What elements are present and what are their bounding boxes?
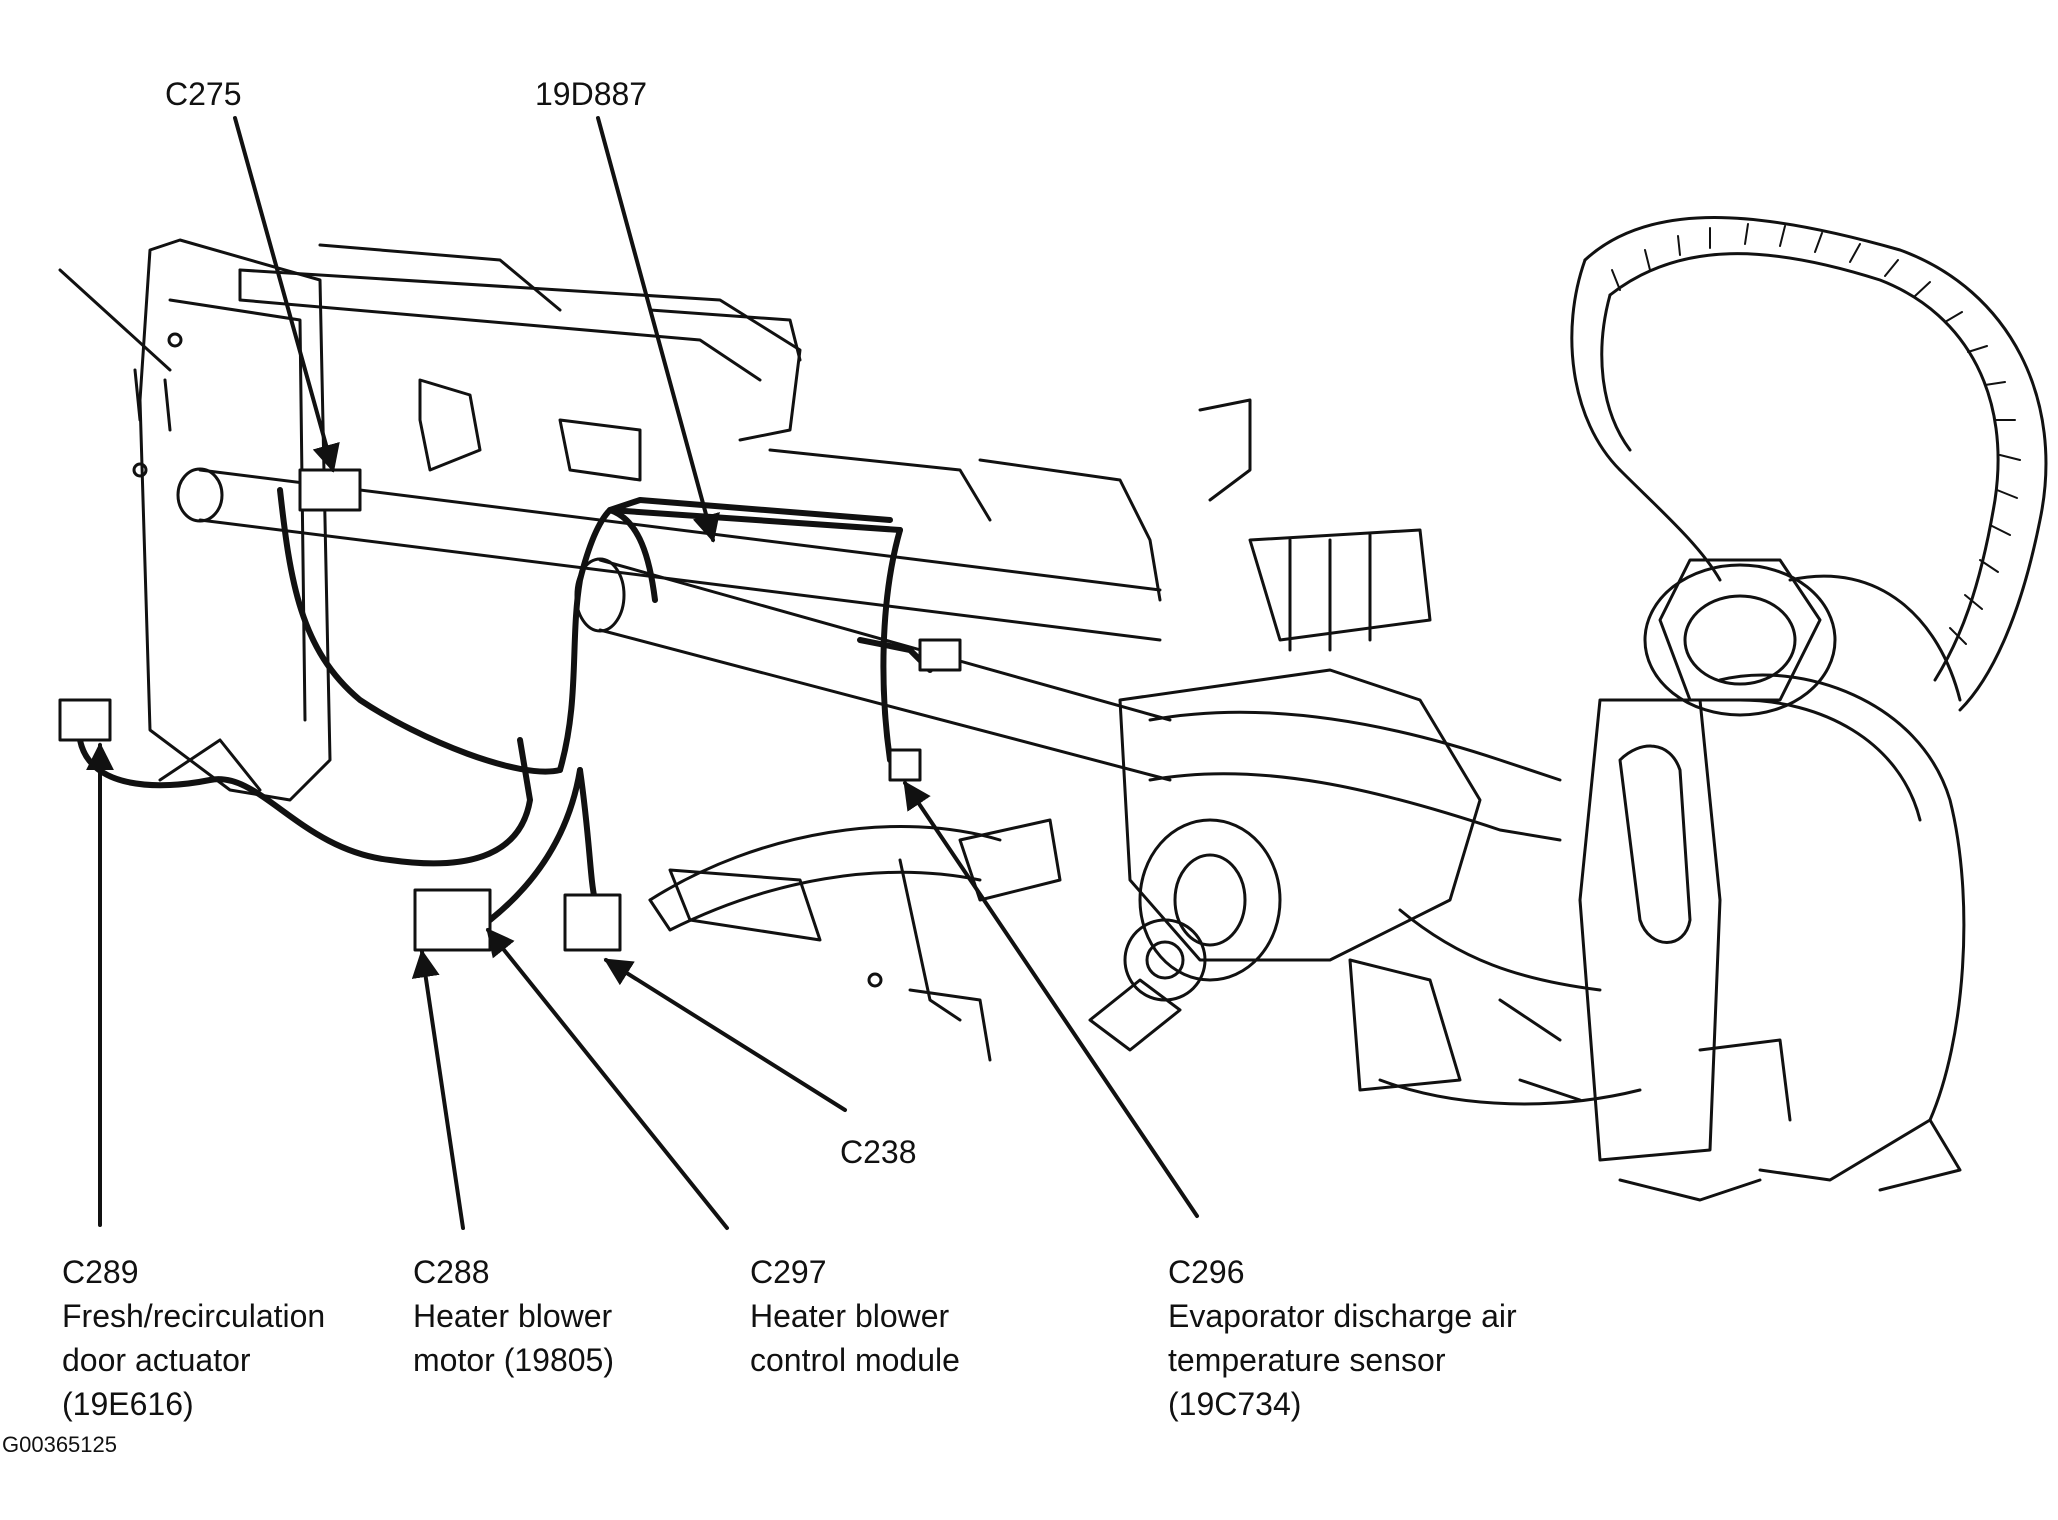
callout-c296-line-1: C296 bbox=[1168, 1254, 1245, 1290]
callout-19d887-line-1: 19D887 bbox=[535, 76, 648, 112]
c289-connector bbox=[58, 698, 112, 742]
lower-bracket bbox=[648, 825, 1002, 1062]
callout-c297: C297 Heater blower control module bbox=[750, 1250, 960, 1382]
c288-connector bbox=[413, 888, 492, 952]
callout-c296-line-4: (19C734) bbox=[1168, 1386, 1302, 1422]
callout-c288-line-2: Heater blower bbox=[413, 1298, 613, 1334]
callout-c288-line-1: C288 bbox=[413, 1254, 490, 1290]
callout-c238: C238 bbox=[840, 1130, 917, 1174]
callout-c289: C289 Fresh/recirculation door actuator (… bbox=[62, 1250, 325, 1426]
c296-connector bbox=[888, 748, 922, 782]
callout-c289-line-3: door actuator bbox=[62, 1342, 251, 1378]
figure-id: G00365125 bbox=[2, 1432, 117, 1457]
cross-car-beam bbox=[176, 467, 1562, 842]
left-side-panel bbox=[58, 238, 332, 802]
callout-c297-line-3: control module bbox=[750, 1342, 960, 1378]
callout-c289-line-1: C289 bbox=[62, 1254, 139, 1290]
callout-c275-line-1: C275 bbox=[165, 76, 242, 112]
c275-connector bbox=[298, 468, 362, 512]
callout-c289-line-4: (19E616) bbox=[62, 1386, 194, 1422]
wiring-harness bbox=[77, 487, 933, 923]
c238-connector bbox=[918, 638, 962, 672]
hvac-housing bbox=[668, 668, 1642, 1106]
right-side-panel bbox=[1578, 673, 1966, 1202]
callout-c296-line-3: temperature sensor bbox=[1168, 1342, 1446, 1378]
callout-c238-line-1: C238 bbox=[840, 1134, 917, 1170]
callout-c289-line-2: Fresh/recirculation bbox=[62, 1298, 326, 1334]
callout-c296-line-2: Evaporator discharge air bbox=[1168, 1298, 1517, 1334]
c297-connector bbox=[563, 893, 622, 952]
callout-19d887: 19D887 bbox=[535, 72, 647, 116]
leader-lines bbox=[86, 116, 1199, 1230]
connectors bbox=[58, 468, 962, 952]
callout-c288: C288 Heater blower motor (19805) bbox=[413, 1250, 614, 1382]
callout-c288-line-3: motor (19805) bbox=[413, 1342, 614, 1378]
callout-c297-line-2: Heater blower bbox=[750, 1298, 950, 1334]
callout-c296: C296 Evaporator discharge air temperatur… bbox=[1168, 1250, 1517, 1426]
callout-c297-line-1: C297 bbox=[750, 1254, 827, 1290]
upper-frame bbox=[238, 243, 1432, 652]
callout-c275: C275 bbox=[165, 72, 242, 116]
steering-wheel bbox=[1570, 216, 2048, 717]
